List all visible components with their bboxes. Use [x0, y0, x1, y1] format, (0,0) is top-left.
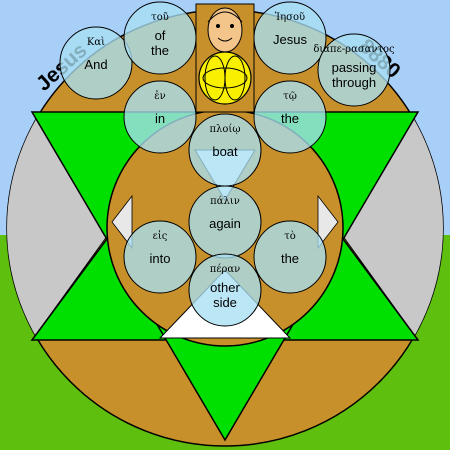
english-word: passing: [332, 60, 377, 75]
greek-word: εἰς: [153, 231, 168, 242]
bubble-circle: [188, 253, 262, 327]
word-bubble-eis: εἰς into: [123, 220, 197, 294]
bubble-circle: [253, 220, 327, 294]
bubble-circle: [317, 33, 391, 107]
greek-word: πλοίῳ: [209, 124, 240, 135]
greek-word: διαπε-ρασαντος: [313, 44, 395, 55]
english-word: the: [281, 111, 299, 126]
english-word: other: [210, 280, 240, 295]
english-word: into: [150, 251, 171, 266]
greek-word: τοῦ: [151, 12, 169, 23]
bubble-circle: [123, 80, 197, 154]
english-word: the: [281, 251, 299, 266]
inner-hatch-right: [317, 194, 339, 250]
english-word: in: [155, 111, 165, 126]
word-bubble-en: ἐν in: [123, 80, 197, 154]
word-bubbles: ΚαὶAndτοῦoftheἸησοῦJesusδιαπε-ρασαντοςpa…: [59, 1, 395, 327]
bubble-circle: [253, 80, 327, 154]
greek-word: πέραν: [210, 264, 240, 275]
english-word: side: [213, 295, 237, 310]
bubble-circle: [123, 220, 197, 294]
english-word: And: [84, 57, 107, 72]
word-bubble-ploio: πλοίῳ boat: [188, 113, 262, 187]
greek-word: Καὶ: [87, 37, 105, 48]
english-word: boat: [212, 144, 238, 159]
inner-hatch-left: [111, 194, 133, 250]
bubble-circle: [253, 1, 327, 75]
english-word: the: [151, 43, 169, 58]
greek-word: τῷ: [283, 91, 297, 102]
word-bubble-to: τὸ the: [253, 220, 327, 294]
greek-word: τὸ: [284, 231, 296, 242]
word-bubble-to-dat: τῷ the: [253, 80, 327, 154]
greek-word: ἐν: [154, 91, 165, 102]
english-word: of: [155, 28, 166, 43]
bubble-circle: [59, 26, 133, 100]
english-word: again: [209, 216, 241, 231]
greek-word: πάλιν: [210, 196, 240, 207]
word-bubble-palin: πάλιν again: [188, 185, 262, 259]
greek-word: Ἰησοῦ: [275, 12, 305, 23]
english-word: through: [332, 75, 376, 90]
bubble-circle: [123, 1, 197, 75]
english-word: Jesus: [273, 32, 307, 47]
jesus-face-figure: [195, 3, 255, 113]
